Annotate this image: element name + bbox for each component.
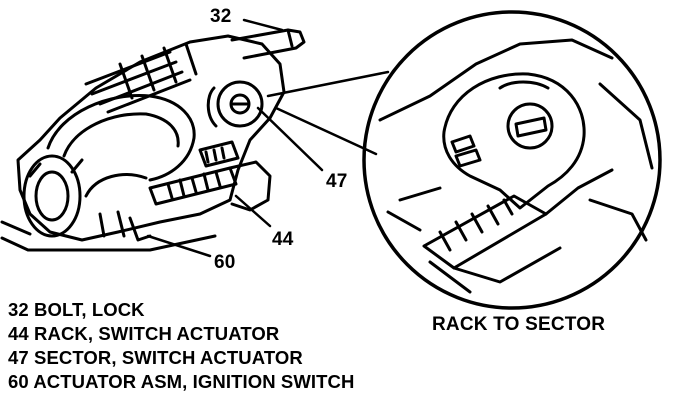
callout-47: 47 xyxy=(326,171,348,192)
column-assembly-drawing xyxy=(0,28,306,252)
parts-legend: 32 BOLT, LOCK 44 RACK, SWITCH ACTUATOR 4… xyxy=(8,298,354,394)
legend-item-60: 60 ACTUATOR ASM, IGNITION SWITCH xyxy=(8,371,355,392)
callout-44: 44 xyxy=(272,229,294,250)
callout-60: 60 xyxy=(214,252,236,273)
legend-item-47: 47 SECTOR, SWITCH ACTUATOR xyxy=(8,347,303,368)
callout-32: 32 xyxy=(210,6,232,27)
legend-item-44: 44 RACK, SWITCH ACTUATOR xyxy=(8,323,280,344)
leader-lines xyxy=(146,18,390,258)
inset-caption: RACK TO SECTOR xyxy=(432,314,606,335)
magnified-inset xyxy=(362,10,662,310)
legend-item-32: 32 BOLT, LOCK xyxy=(8,299,145,320)
